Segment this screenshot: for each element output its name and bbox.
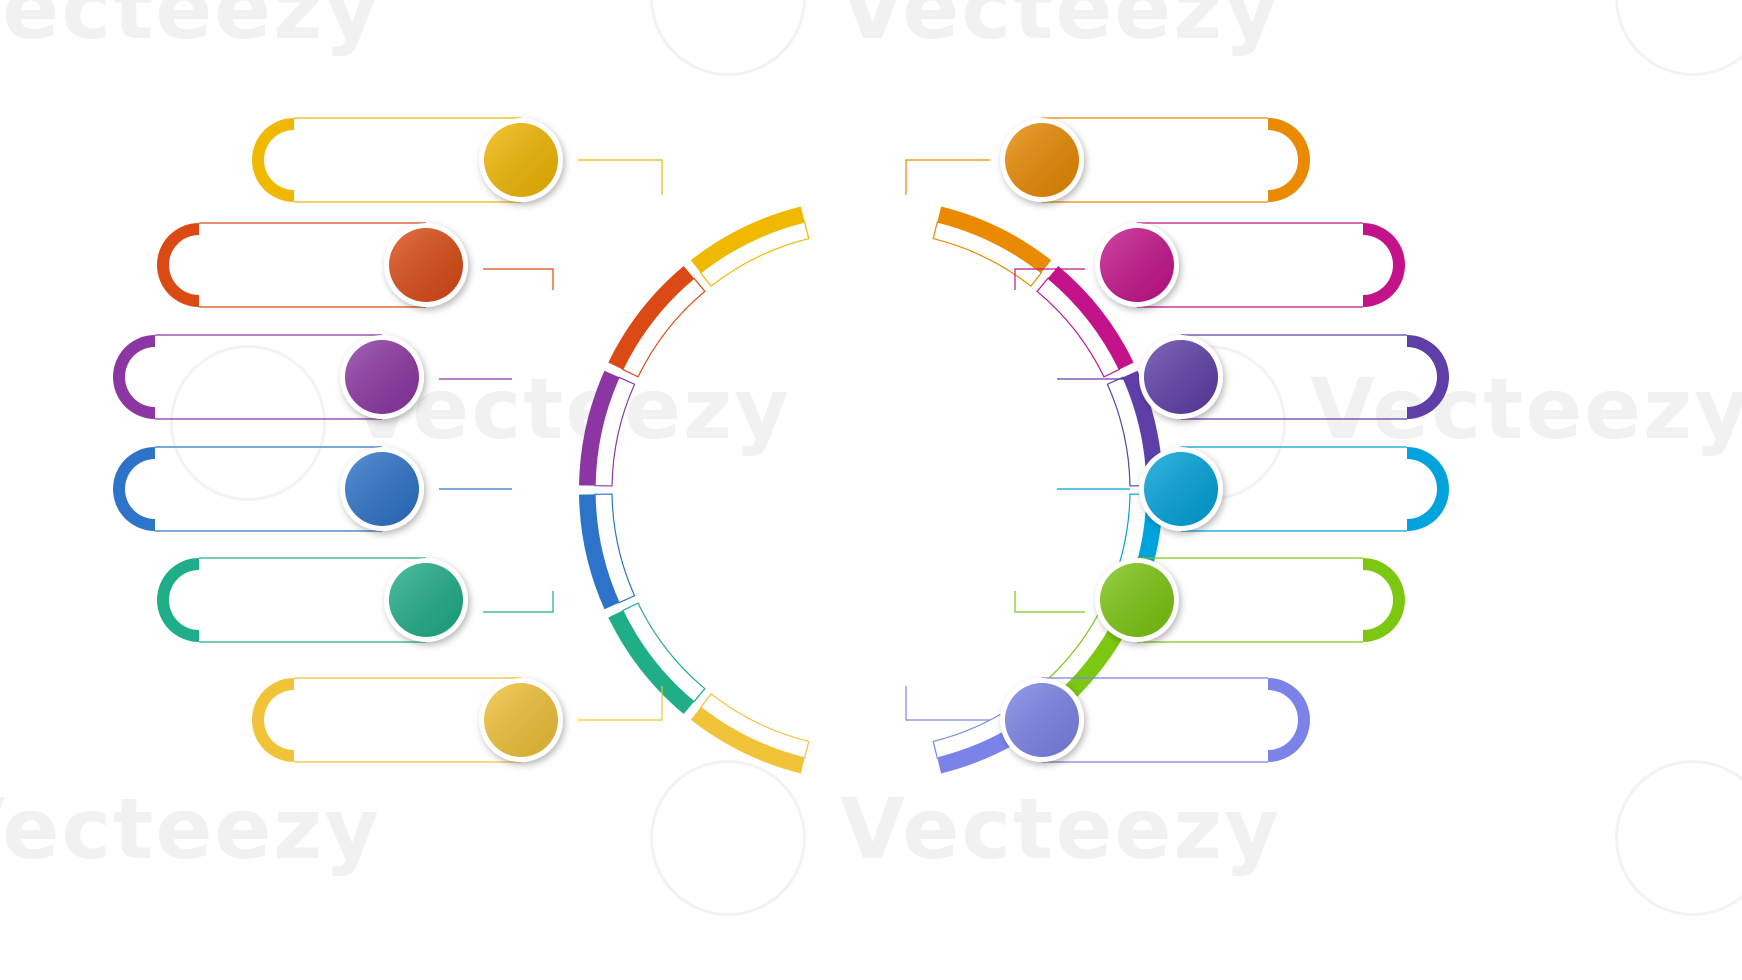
label-box-left-5 [157, 557, 468, 643]
ring-segment-left-3 [579, 370, 636, 487]
ring-segment-right-3 [1106, 370, 1163, 487]
ring-segment-left-5 [608, 602, 706, 715]
label-box-right-6 [1000, 677, 1310, 763]
ring-segment-left-4 [579, 493, 636, 610]
label-box-right-4 [1139, 446, 1449, 532]
label-box-right-1 [1000, 117, 1310, 203]
connector-left-5 [483, 591, 554, 613]
connector-right-2 [1014, 268, 1085, 290]
ring-segment-right-1 [932, 206, 1052, 288]
label-box-left-2 [157, 222, 468, 308]
ring-segment-right-2 [1036, 265, 1134, 378]
label-box-left-3 [113, 334, 424, 420]
connector-left-2 [483, 268, 554, 290]
ring-segment-left-1 [690, 206, 810, 288]
ring-segments [579, 206, 1163, 774]
label-box-left-6 [252, 677, 563, 763]
label-boxes [113, 117, 1449, 763]
ring-segment-left-6 [690, 692, 810, 774]
label-box-right-3 [1139, 334, 1449, 420]
connector-left-6 [578, 686, 663, 721]
connector-right-1 [905, 159, 990, 195]
label-box-left-4 [113, 446, 424, 532]
ring-segment-left-2 [608, 265, 706, 378]
connector-left-1 [578, 159, 663, 195]
label-box-right-2 [1095, 222, 1405, 308]
connector-right-5 [1014, 591, 1085, 613]
connector-lines [439, 159, 1130, 721]
label-box-left-1 [252, 117, 563, 203]
connector-right-6 [905, 686, 990, 721]
label-box-right-5 [1095, 557, 1405, 643]
